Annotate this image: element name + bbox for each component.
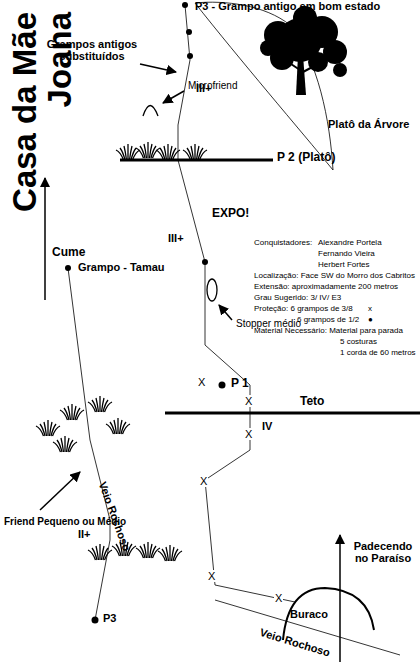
topo-label: Grampo - Tamau — [78, 261, 165, 273]
topo-label: Padecendo no Paraíso — [350, 540, 416, 564]
topo-label: III+ — [168, 232, 184, 244]
bolt-mark: X — [207, 570, 216, 582]
bolt-mark: X — [197, 376, 206, 388]
topo-label: EXPO! — [212, 207, 249, 220]
topo-label: P 1 — [231, 377, 249, 390]
topo-label: Veio Rochoso — [258, 626, 331, 659]
topo-label: Microfriend — [188, 80, 237, 91]
topo-label: Proteção: 6 grampos de 3/8 — [254, 305, 353, 314]
topo-label: Teto — [300, 395, 324, 408]
topo-label: 1 corda de 60 metros — [340, 349, 416, 358]
topo-label: Cume — [52, 246, 85, 259]
topo-label: 6 grampos de 1/2 — [297, 316, 359, 325]
grass — [36, 142, 207, 561]
topo-label: II+ — [78, 528, 91, 540]
pointer-arrow — [163, 91, 184, 103]
topo-label: Fernando Vieira — [318, 250, 375, 259]
tree — [260, 6, 347, 95]
topo-label: Platô da Árvore — [328, 118, 409, 130]
bolt-mark: X — [244, 395, 253, 407]
topo-label: Conquistadores: — [254, 239, 312, 248]
microfriend-symbol — [143, 106, 158, 117]
summit-arrow — [44, 178, 46, 300]
topo-label: Buraco — [290, 608, 328, 620]
topo-label: x — [368, 305, 372, 314]
hole-arc — [283, 588, 374, 640]
topo-label: 5 costuras — [340, 338, 377, 347]
route-line — [178, 5, 295, 602]
bolt-mark: X — [274, 592, 283, 604]
bolt-mark: X — [199, 475, 208, 487]
plateau-line — [120, 159, 273, 162]
pointer-arrow — [140, 64, 176, 72]
stopper-symbol — [207, 279, 217, 301]
topo-label: P3 - Grampo antigo em bom estado — [195, 0, 380, 12]
topo-label: P3 — [103, 612, 116, 624]
topo-label: Extensão: aproximadamente 200 metros — [254, 283, 398, 292]
neighbour-route-arrow — [339, 535, 341, 662]
topo-label: Alexandre Portela — [318, 239, 382, 248]
topo-label: ● — [368, 316, 373, 325]
topo-label: IV — [262, 420, 272, 432]
bolt-mark: X — [244, 428, 253, 440]
topo-label: P 2 (Platô) — [277, 151, 335, 164]
topo-label: Stopper médio — [236, 318, 301, 329]
topo-label: Localização: Face SW do Morro dos Cabrit… — [254, 272, 415, 281]
pointer-arrow — [40, 472, 80, 510]
topo-label: Grau Sugerido: 3/ IV/ E3 — [254, 294, 341, 303]
route-line — [68, 268, 110, 620]
pointer-arrow — [219, 305, 232, 320]
topo-label: Herbert Fortes — [318, 261, 370, 270]
topo-label: Grampos antigos substituídos — [42, 38, 142, 62]
bolt-dots — [65, 2, 226, 624]
roof-line — [165, 412, 420, 415]
